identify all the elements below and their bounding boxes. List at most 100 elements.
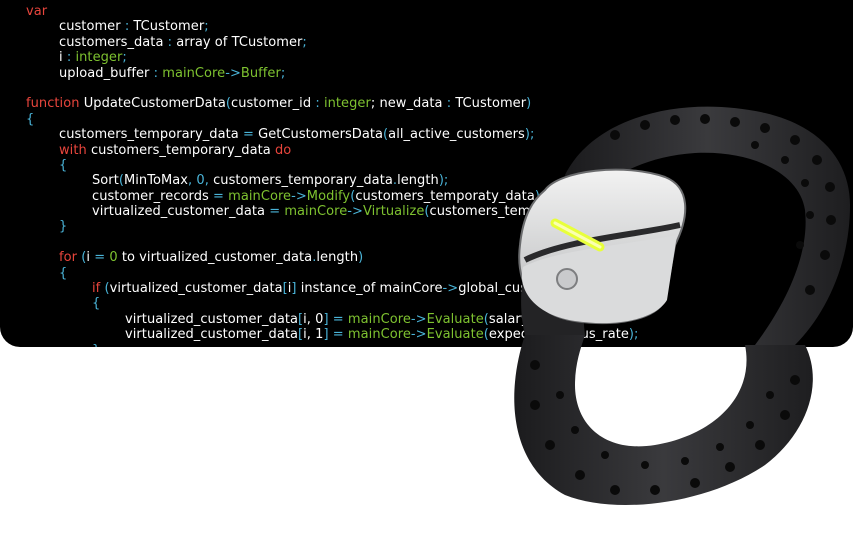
code-token: i, 1: [303, 327, 324, 343]
code-token: [: [298, 311, 304, 327]
code-token: if: [92, 281, 101, 297]
code-line: function UpdateCustomerData(customer_id …: [26, 96, 638, 111]
code-token: to virtualized_customer_data: [117, 250, 313, 266]
code-token: integer: [319, 96, 371, 112]
code-editor-panel: var customer : TCustomer;customers_data :…: [0, 0, 853, 347]
code-token: i: [287, 281, 292, 297]
strap-back: [565, 106, 850, 345]
code-token: ]: [291, 281, 297, 297]
code-token: , 0,: [188, 173, 214, 189]
pod-lower: [521, 235, 677, 324]
code-token: mainCore: [158, 65, 226, 81]
code-token: ): [526, 96, 532, 112]
code-token: upload_buffer: [59, 65, 154, 81]
code-token: customer: [59, 19, 125, 35]
code-token: GetCustomersData: [253, 127, 384, 143]
code-token: do: [274, 142, 292, 158]
code-token: TCustomer: [451, 96, 527, 112]
pod-button: [556, 268, 578, 290]
code-token: i: [59, 50, 67, 66]
code-token: Evaluate: [426, 311, 484, 327]
code-token: Evaluate: [426, 327, 484, 343]
code-token: customers_temporary_data: [59, 127, 243, 143]
code-token: =: [94, 250, 106, 266]
code-token: ->: [347, 204, 363, 220]
code-token: =: [328, 327, 348, 343]
code-line: upload_buffer : mainCore->Buffer;: [26, 66, 638, 81]
code-token: );: [438, 173, 449, 189]
code-token: (: [118, 173, 124, 189]
code-line: {: [26, 296, 638, 311]
code-token: =: [269, 204, 281, 220]
code-token: UpdateCustomerData: [79, 96, 226, 112]
code-token: }: [59, 219, 68, 235]
code-token: ->: [291, 188, 307, 204]
code-token: MinToMax: [123, 173, 189, 189]
code-line: }: [26, 219, 638, 234]
code-token: :: [167, 34, 173, 50]
code-token: ;: [302, 34, 307, 50]
code-token: (: [424, 204, 430, 220]
code-token: Modify: [306, 188, 351, 204]
code-line: {: [26, 158, 638, 173]
code-token: instance_of mainCore: [296, 281, 443, 297]
code-token: 0: [105, 250, 118, 266]
pod-seam: [523, 222, 681, 263]
code-token: customer_records: [92, 188, 213, 204]
code-token: all_active_customers: [388, 127, 525, 143]
code-token: (: [225, 96, 231, 112]
code-token: );: [524, 127, 535, 143]
code-token: );: [628, 327, 639, 343]
code-token: ;: [204, 19, 209, 35]
code-token: customers_temporary_data: [213, 173, 393, 189]
strap-front: [514, 335, 813, 505]
code-token: Virtualize: [362, 204, 425, 220]
strap-holes: [530, 114, 836, 495]
code-token: :: [153, 65, 159, 81]
code-line: customers_data : array of TCustomer;: [26, 35, 638, 50]
code-token: .: [312, 250, 317, 266]
code-token: mainCore: [280, 204, 348, 220]
code-token: [: [298, 327, 304, 343]
code-line: for (i = 0 to virtualized_customer_data.…: [26, 250, 638, 265]
code-token: ]: [323, 311, 329, 327]
code-line: with customers_temporary_data do: [26, 143, 638, 158]
code-token: :: [446, 96, 452, 112]
armband-heart-rate-monitor-icon: [514, 106, 850, 505]
code-token: {: [92, 296, 101, 312]
code-token: customers_temporary_data: [86, 142, 275, 158]
code-token: function: [26, 96, 80, 112]
code-token: mainCore: [347, 311, 411, 327]
code-line: {: [26, 112, 638, 127]
code-token: virtualized_customer_data: [125, 311, 298, 327]
code-token: (: [383, 127, 389, 143]
code-line: i : integer;: [26, 50, 638, 65]
code-token: :: [315, 96, 320, 112]
code-token: var: [26, 4, 48, 19]
code-token: ): [358, 250, 364, 266]
code-token: (: [350, 188, 356, 204]
code-token: i: [86, 250, 95, 266]
code-token: mainCore: [347, 327, 411, 343]
code-token: :: [124, 19, 130, 35]
code-token: ;: [122, 50, 127, 66]
code-token: TCustomer: [129, 19, 205, 35]
code-token: =: [328, 311, 348, 327]
code-token: =: [242, 127, 254, 143]
code-token: Buffer: [240, 65, 281, 81]
code-token: customers_temporaty_data: [355, 188, 535, 204]
code-token: mainCore: [223, 188, 292, 204]
code-line: Sort(MinToMax, 0, customers_temporary_da…: [26, 173, 638, 188]
code-line: customers_temporary_data = GetCustomersD…: [26, 127, 638, 142]
code-token: Sort: [92, 173, 119, 189]
code-token: with: [59, 142, 87, 158]
code-token: ; new_data: [370, 96, 447, 112]
code-token: integer: [71, 50, 123, 66]
code-token: (: [100, 281, 110, 297]
code-token: i, 0: [303, 311, 324, 327]
code-token: ->: [410, 327, 427, 343]
code-token: ->: [410, 311, 427, 327]
code-token: for: [59, 250, 78, 266]
code-line: {: [26, 266, 638, 281]
code-token: {: [59, 265, 68, 281]
